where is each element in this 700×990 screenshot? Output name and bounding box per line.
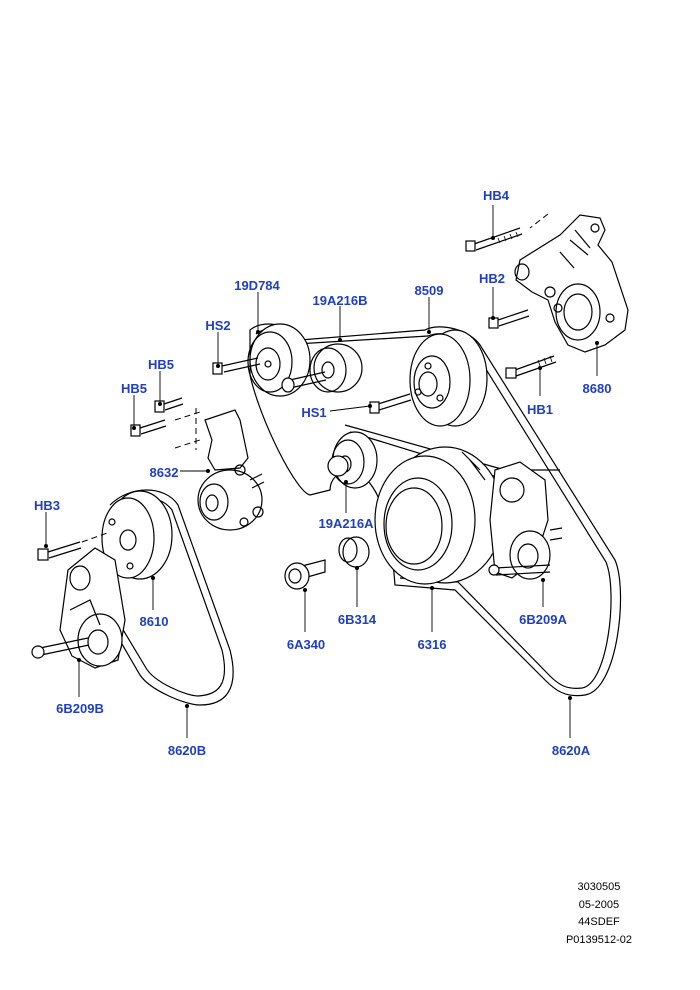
callout-hb2: HB2 <box>478 271 506 286</box>
callout-6b209b: 6B209B <box>56 701 104 716</box>
bolt-hs1 <box>369 393 412 414</box>
bolt-hs2 <box>212 357 261 375</box>
bolt-hb5-upper <box>154 397 184 413</box>
bolt-6a340 <box>284 559 326 590</box>
pulley-19d784 <box>247 323 311 397</box>
callout-hb1: HB1 <box>526 402 554 417</box>
bolt-hb2 <box>488 309 530 329</box>
bracket-8680 <box>514 213 629 353</box>
callout-6b314: 6B314 <box>337 612 377 627</box>
callout-6b209a: 6B209A <box>519 612 567 627</box>
footer-line-3: 44SDEF <box>578 916 620 928</box>
callout-8620a: 8620A <box>551 743 591 758</box>
callout-8620b: 8620B <box>167 743 207 758</box>
spacer-6b314 <box>338 536 370 568</box>
bolt-hb5-lower <box>130 419 167 437</box>
footer-line-2: 05-2005 <box>578 898 620 911</box>
callout-6a340: 6A340 <box>286 637 326 652</box>
tensioner-6b209a <box>488 461 563 580</box>
bracket-8632 <box>174 408 265 531</box>
callout-8509: 8509 <box>414 283 444 298</box>
bolt-hb4 <box>465 227 523 252</box>
callout-hs2: HS2 <box>205 318 231 333</box>
footer-reference: 3030505 05-2005 44SDEF P0139512-02 <box>566 879 632 949</box>
pulley-19a216b <box>281 343 363 393</box>
bolt-hb3 <box>37 531 111 561</box>
callout-hs1: HS1 <box>301 405 327 420</box>
damper-6316 <box>374 446 504 585</box>
pulley-19a216a <box>327 431 378 489</box>
bolt-hb1 <box>505 355 557 379</box>
tensioner-6b209b <box>31 547 126 669</box>
footer-line-4: P0139512-02 <box>565 933 632 946</box>
callout-8610: 8610 <box>139 614 169 629</box>
pulley-8610 <box>101 490 173 580</box>
callout-19d784: 19D784 <box>234 278 280 293</box>
leader-lines <box>44 205 599 738</box>
callout-hb3: HB3 <box>33 498 61 513</box>
callout-8632: 8632 <box>149 465 179 480</box>
callout-19a216a: 19A216A <box>318 516 374 531</box>
callout-8680: 8680 <box>582 381 612 396</box>
pulley-8509 <box>409 329 488 427</box>
callout-hb5-lower: HB5 <box>120 381 148 396</box>
callout-6316: 6316 <box>417 637 447 652</box>
callout-19a216b: 19A216B <box>312 293 368 308</box>
footer-line-1: 3030505 <box>577 881 621 893</box>
callout-hb4: HB4 <box>482 188 510 203</box>
callout-hb5-upper: HB5 <box>147 357 175 372</box>
